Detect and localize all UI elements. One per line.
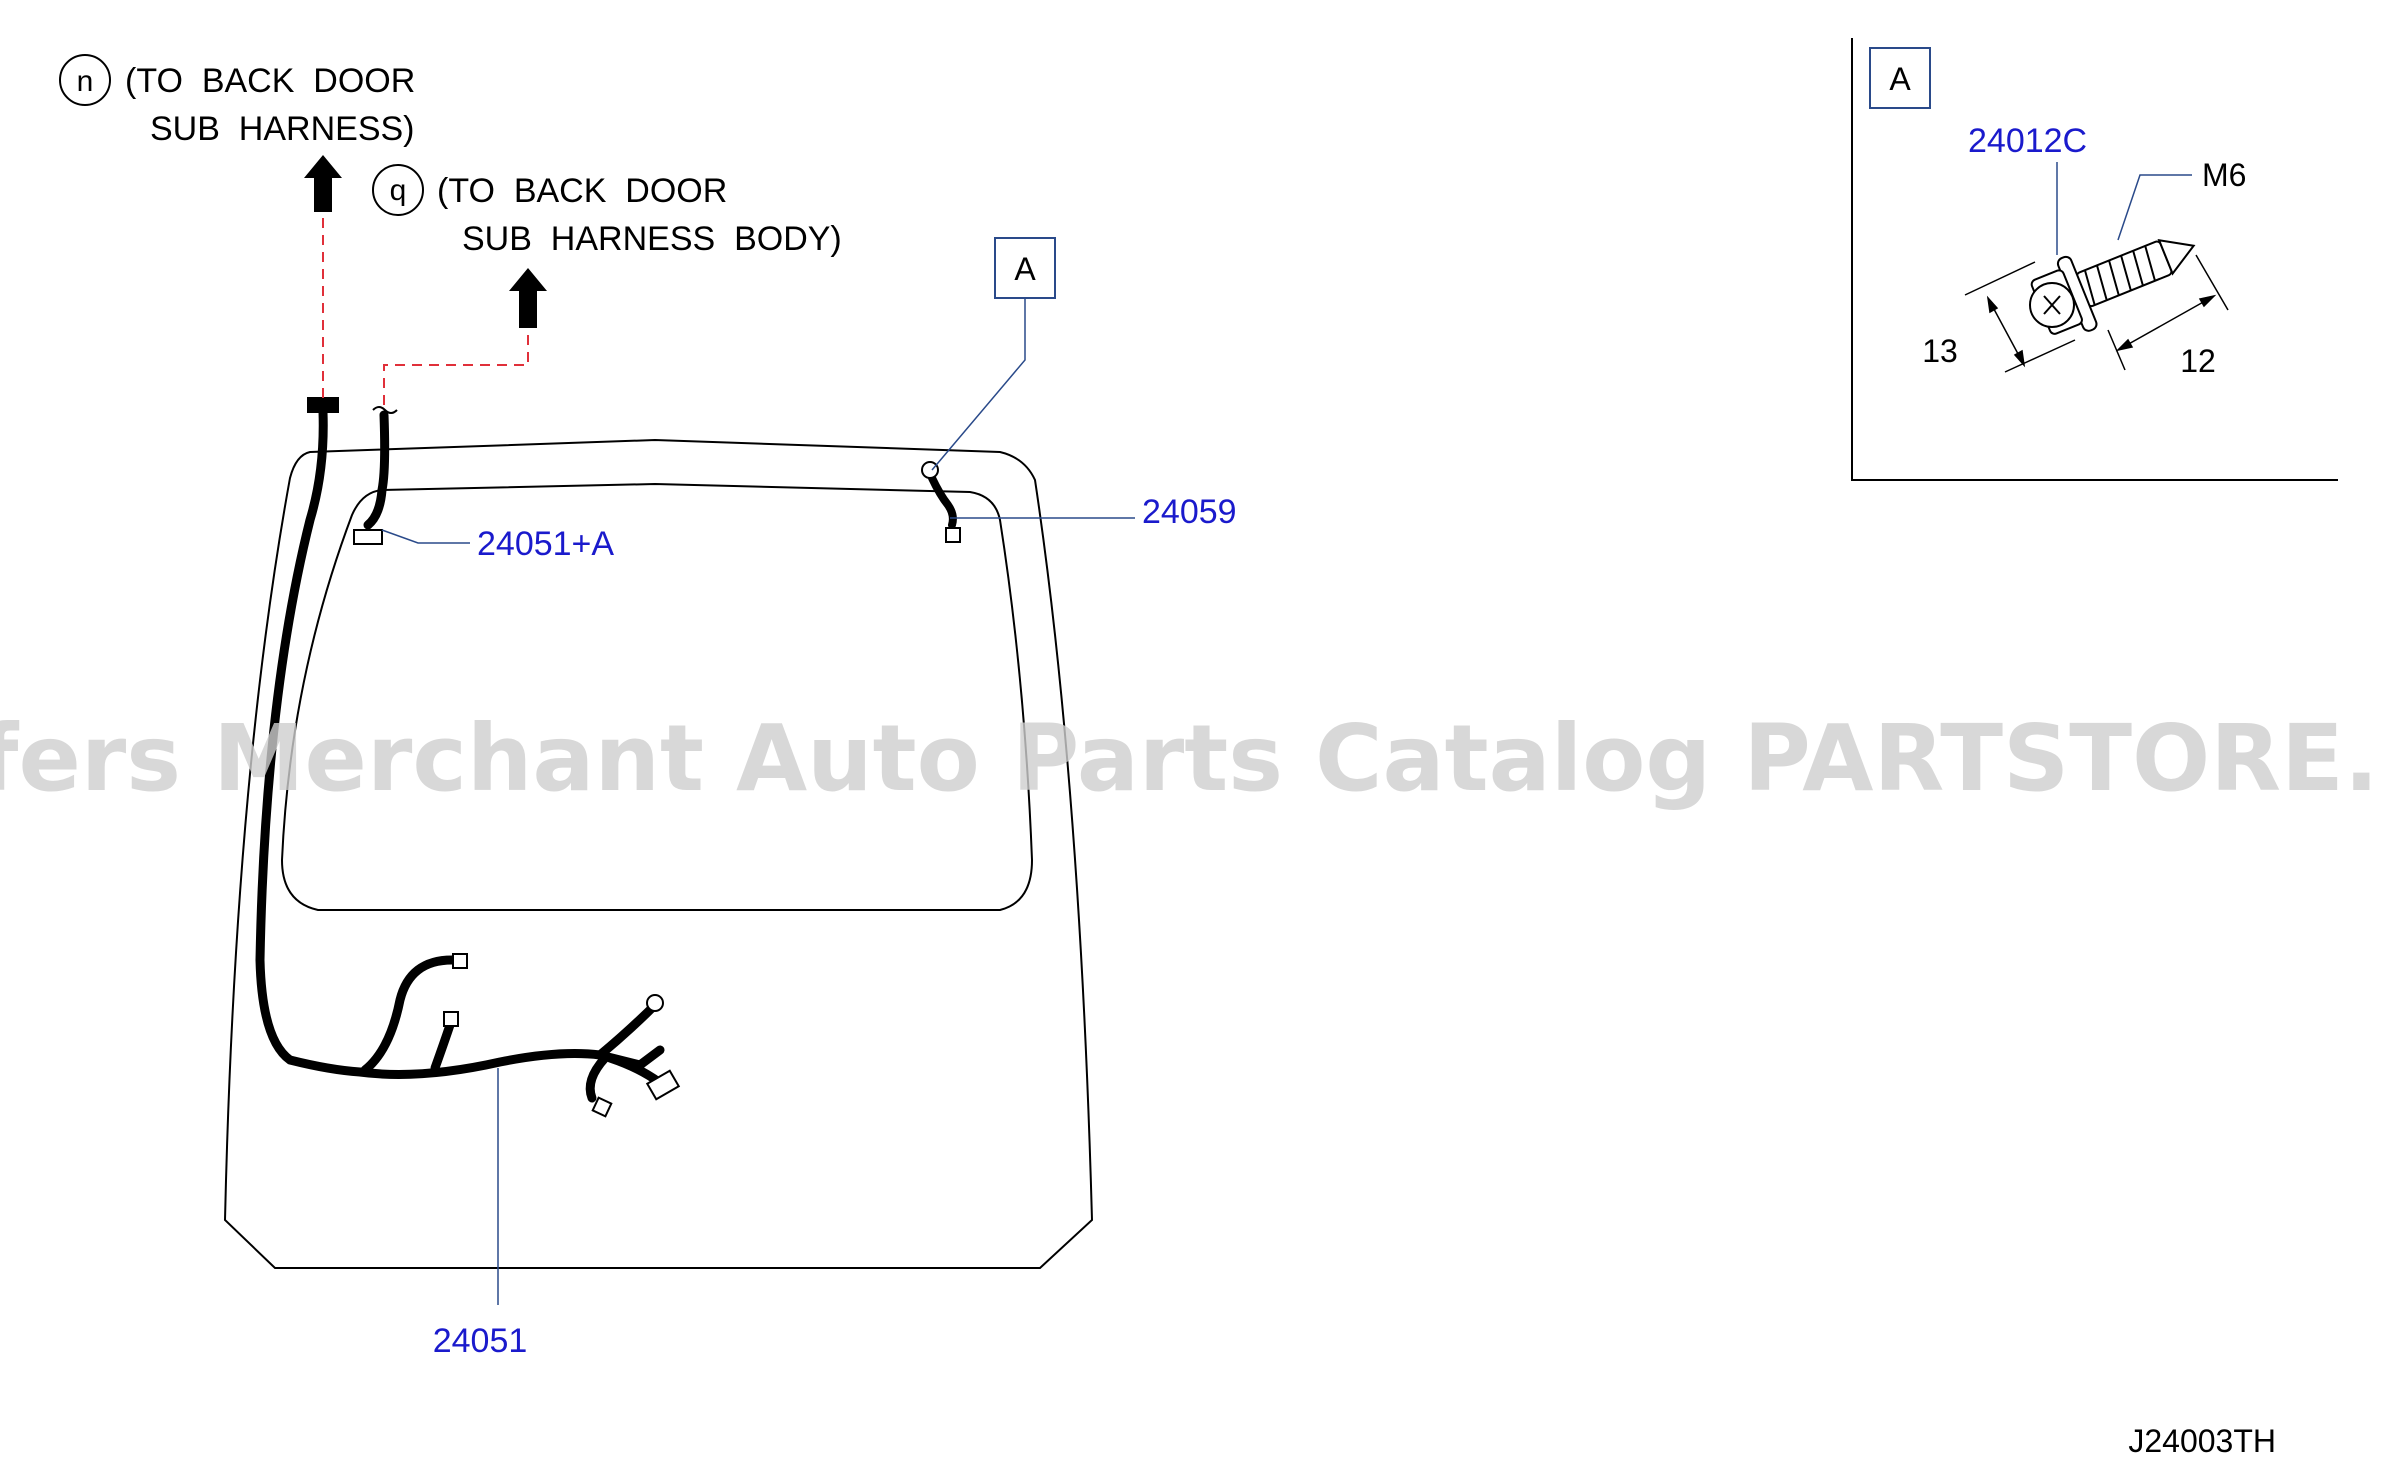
connector-i xyxy=(945,527,961,543)
harness-24051 xyxy=(255,407,665,1103)
callout-n-line1: (TO BACK DOOR xyxy=(125,62,415,100)
harness-24059 xyxy=(921,461,961,543)
dim-13-label: 13 xyxy=(1922,333,1958,369)
arrows xyxy=(304,155,547,328)
part-number-24051a: 24051+A xyxy=(477,525,614,563)
connector-b xyxy=(452,953,468,969)
callout-q-circle xyxy=(372,164,424,216)
leader-m6 xyxy=(2117,174,2192,241)
detail-ref-box xyxy=(994,237,1056,299)
callout-q: q (TO BACK DOOR SUB HARNESS BODY) xyxy=(372,164,842,258)
detail-panel-ref-label: A xyxy=(1889,61,1911,97)
callout-n-line2: SUB HARNESS) xyxy=(150,110,415,148)
detail-ref-leader xyxy=(931,298,1026,471)
connector-a xyxy=(307,397,339,413)
bolt-size-label: M6 xyxy=(2202,157,2246,193)
callout-q-line2: SUB HARNESS BODY) xyxy=(462,220,842,258)
detail-panel-ref-box xyxy=(1869,47,1931,109)
harness-24051-a xyxy=(353,406,398,545)
dimension-13 xyxy=(1964,261,2076,373)
harness-24051-connectors xyxy=(307,397,681,1118)
part-number-24051: 24051 xyxy=(433,1322,528,1360)
dim-12-label: 12 xyxy=(2180,343,2216,379)
connector-d xyxy=(646,994,664,1012)
callout-q-line1: (TO BACK DOOR xyxy=(437,172,727,210)
detail-ref-label: A xyxy=(1014,251,1036,287)
leader-24051a xyxy=(381,529,470,544)
connector-h xyxy=(921,461,939,479)
arrow-up-icon-n xyxy=(304,155,342,212)
detail-panel-frame xyxy=(1851,38,2338,481)
callout-n-circle xyxy=(59,54,111,106)
drawing-code: J24003TH xyxy=(2128,1423,2276,1459)
callout-n: n (TO BACK DOOR SUB HARNESS) xyxy=(59,54,415,148)
connector-g xyxy=(353,529,383,545)
connector-f xyxy=(645,1069,681,1101)
arrow-up-icon-q xyxy=(509,268,547,328)
connector-e xyxy=(591,1096,613,1118)
part-number-24059: 24059 xyxy=(1142,493,1237,531)
dimension-12 xyxy=(2107,254,2229,371)
bolt-icon xyxy=(2029,239,2196,335)
watermark-text: Offers Merchant Auto Parts Catalog PARTS… xyxy=(0,705,2382,812)
part-labels: 24051+A 24059 24051 xyxy=(381,493,1237,1360)
detail-ref-a: A xyxy=(931,237,1056,471)
callout-n-symbol: n xyxy=(77,65,94,98)
part-number-24012c: 24012C xyxy=(1968,122,2087,160)
callout-q-symbol: q xyxy=(390,174,407,207)
connector-c xyxy=(443,1011,459,1027)
dashed-routing-lines xyxy=(322,215,529,405)
detail-panel: A 24012C M6 13 xyxy=(1851,38,2338,481)
back-door-outline xyxy=(223,438,1094,1269)
